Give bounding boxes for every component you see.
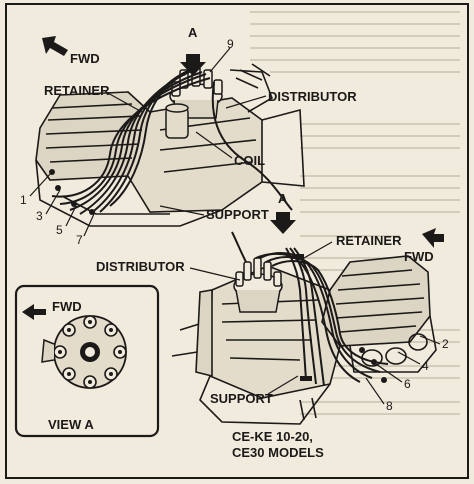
fwd-label-inset: FWD — [52, 299, 82, 314]
retainer-label-bottom: RETAINER — [336, 233, 402, 248]
callout-6: 6 — [404, 377, 411, 391]
view-a-label-top: A — [188, 25, 198, 40]
top-coil — [165, 103, 189, 139]
callout-9: 9 — [227, 37, 234, 51]
support-label-bottom: SUPPORT — [210, 391, 273, 406]
view-a-arrow-bottom — [270, 212, 296, 234]
distributor-label-top: DISTRIBUTOR — [268, 89, 357, 104]
top-spark-plug-wires — [51, 67, 293, 215]
models-caption-line1: CE-KE 10-20, — [232, 429, 313, 444]
callout-4: 4 — [422, 359, 429, 373]
bottom-retainer-clips — [292, 254, 387, 383]
callout-8: 8 — [386, 399, 393, 413]
callout-7: 7 — [76, 233, 83, 247]
view-a-caption: VIEW A — [48, 417, 94, 432]
bottom-distributor — [233, 257, 283, 313]
bottom-spark-plug-wires — [231, 231, 389, 387]
fwd-label-top: FWD — [70, 51, 100, 66]
coil-label: COIL — [234, 153, 266, 168]
fwd-label-right: FWD — [404, 249, 434, 264]
view-a-inset — [14, 284, 160, 438]
callout-2: 2 — [442, 337, 449, 351]
page-frame — [5, 3, 469, 479]
retainer-label-top: RETAINER — [44, 83, 110, 98]
inset-fwd-arrow — [22, 304, 46, 320]
leader-lines — [29, 47, 441, 405]
callout-3: 3 — [36, 209, 43, 223]
models-caption-line2: CE30 MODELS — [232, 445, 324, 460]
callout-1: 1 — [20, 193, 27, 207]
fwd-arrow-top — [42, 36, 68, 56]
view-a-label-bottom: A — [278, 191, 288, 206]
callout-5: 5 — [56, 223, 63, 237]
view-a-arrow-top — [180, 54, 206, 76]
fwd-arrow-right — [422, 228, 444, 248]
support-label-top: SUPPORT — [206, 207, 269, 222]
top-spark-plug-boots — [49, 169, 95, 215]
distributor-label-bottom: DISTRIBUTOR — [96, 259, 185, 274]
